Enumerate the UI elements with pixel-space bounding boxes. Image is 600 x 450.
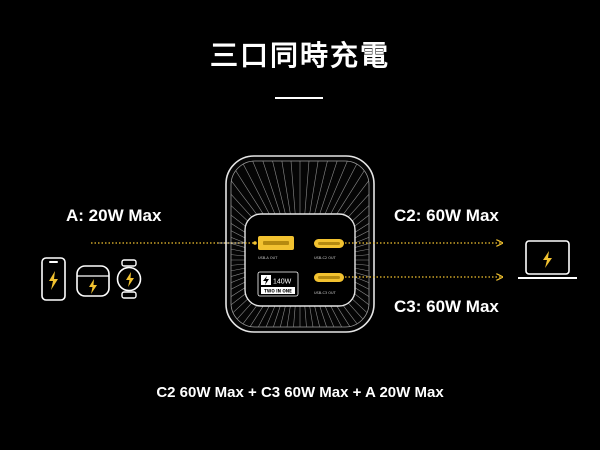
page-title: 三口同時充電: [209, 39, 390, 72]
bolt-icon: [263, 276, 269, 285]
total-output-summary: C2 60W Max + C3 60W Max + A 20W Max: [156, 384, 444, 401]
output-a-label: A: 20W Max: [66, 206, 162, 225]
phone-icon: [41, 257, 66, 301]
output-c3-label: C3: 60W Max: [394, 297, 499, 316]
usb-c2-port-label: USB-C2 OUT: [314, 256, 337, 260]
smartwatch-icon: [116, 259, 142, 299]
badge-text: TWO IN ONE: [264, 289, 292, 294]
usb-c3-port: USB-C3 OUT: [314, 273, 344, 295]
laptop-icon: [518, 240, 577, 279]
earbuds-case-icon: [76, 265, 110, 297]
usb-a-port-label: USB-A OUT: [258, 256, 278, 260]
output-c2-label: C2: 60W Max: [394, 206, 499, 225]
wattage-badge: 140W TWO IN ONE: [257, 271, 299, 297]
usb-c2-port: USB-C2 OUT: [314, 239, 344, 260]
title-underline: [275, 97, 323, 99]
badge-watt: 140W: [273, 279, 292, 286]
charger-body: [225, 155, 375, 333]
usb-a-port: USB-A OUT: [258, 236, 294, 260]
usb-c3-port-label: USB-C3 OUT: [314, 291, 337, 295]
